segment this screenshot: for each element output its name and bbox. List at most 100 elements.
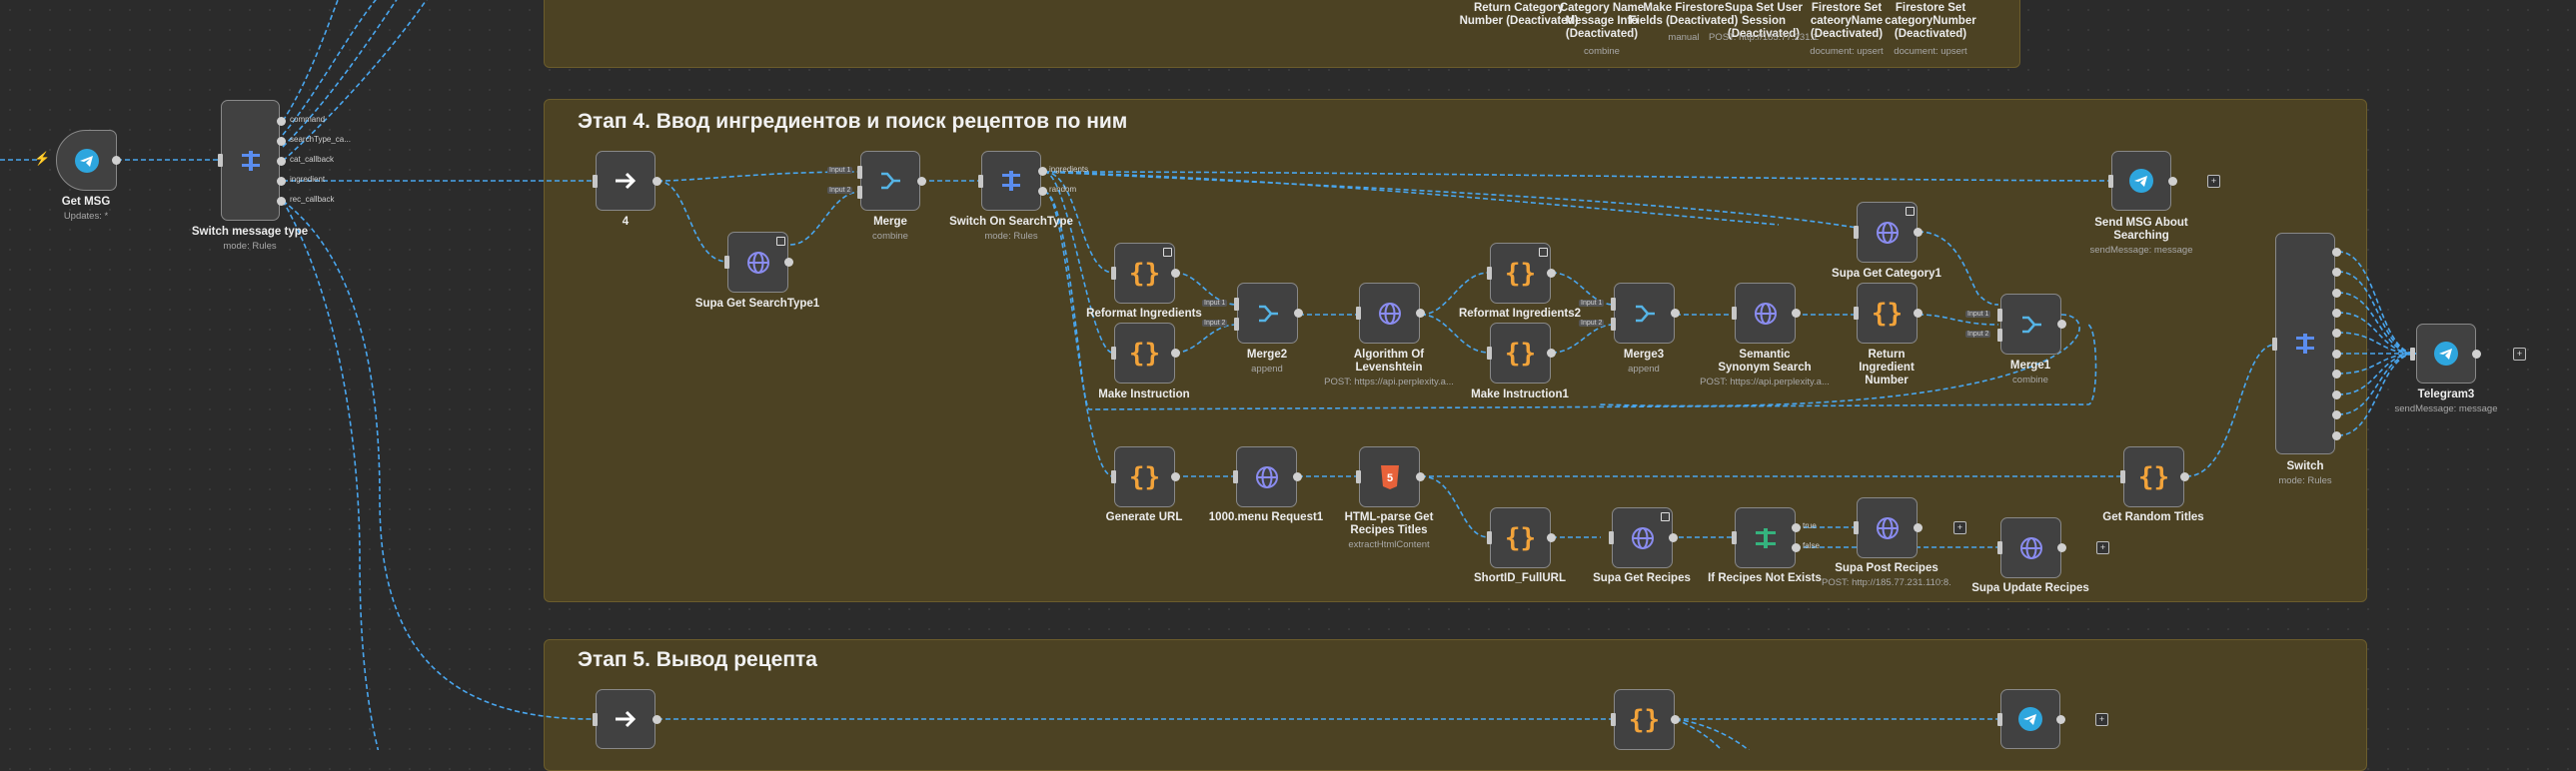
input-port[interactable] [1111, 470, 1116, 483]
input-port[interactable] [1234, 298, 1239, 311]
output-port[interactable] [1171, 269, 1180, 278]
node-telegram-send-message[interactable] [2416, 324, 2476, 384]
node-html-parse-get-recipes-titles[interactable]: 5 [1359, 446, 1420, 507]
input-port[interactable] [1233, 470, 1238, 483]
node-reformat-ingredients2[interactable]: {} [1490, 243, 1551, 304]
input-port[interactable] [1609, 531, 1614, 544]
input-port[interactable] [1997, 329, 2002, 342]
output-port[interactable] [2332, 248, 2341, 257]
node-supa-post-recipes[interactable] [1857, 497, 1918, 558]
input-port[interactable] [857, 186, 862, 199]
node-merge3[interactable] [1614, 283, 1675, 344]
output-port[interactable] [1547, 349, 1556, 358]
output-port[interactable] [2332, 431, 2341, 440]
node-send-msg-about-searching[interactable] [2111, 151, 2171, 211]
output-port[interactable] [2168, 177, 2177, 186]
output-port[interactable] [1293, 472, 1302, 481]
output-port[interactable] [277, 117, 286, 126]
output-port[interactable] [2180, 472, 2189, 481]
output-port[interactable] [2332, 350, 2341, 359]
node-switch-message-type[interactable] [221, 100, 280, 221]
add-node-button[interactable]: + [2513, 348, 2526, 361]
input-port[interactable] [1611, 318, 1616, 331]
input-port[interactable] [1854, 307, 1859, 320]
output-port[interactable] [2472, 350, 2481, 359]
input-port[interactable] [1732, 307, 1737, 320]
input-port[interactable] [1611, 298, 1616, 311]
node-supa-get-recipes[interactable] [1612, 507, 1673, 568]
output-port[interactable] [2332, 289, 2341, 298]
node-algorithm-of-levenshtein[interactable] [1359, 283, 1420, 344]
node-merge2[interactable] [1237, 283, 1298, 344]
input-port[interactable] [724, 256, 729, 269]
node-menu-request1[interactable] [1236, 446, 1297, 507]
output-port[interactable] [1669, 533, 1678, 542]
node-supa-update-recipes[interactable] [2000, 517, 2061, 578]
input-port[interactable] [857, 166, 862, 179]
output-port[interactable] [1792, 309, 1801, 318]
output-port[interactable] [2332, 410, 2341, 419]
output-port[interactable] [917, 177, 926, 186]
input-port[interactable] [1997, 713, 2002, 726]
node-generate-url[interactable]: {} [1114, 446, 1175, 507]
output-port[interactable] [1792, 543, 1801, 552]
input-port[interactable] [218, 154, 223, 167]
input-port[interactable] [1997, 541, 2002, 554]
node-supa-get-searchtype1[interactable] [727, 232, 788, 293]
output-port[interactable] [1914, 309, 1923, 318]
add-node-button[interactable]: + [1953, 521, 1966, 534]
node-make-instruction[interactable]: {} [1114, 323, 1175, 384]
output-port[interactable] [277, 137, 286, 146]
node-shortid-fullurl[interactable]: {} [1490, 507, 1551, 568]
output-port[interactable] [1038, 187, 1047, 196]
node-merge[interactable] [860, 151, 920, 211]
input-port[interactable] [1854, 226, 1859, 239]
output-port[interactable] [1914, 523, 1923, 532]
input-port[interactable] [1997, 309, 2002, 322]
node-4[interactable] [596, 151, 655, 211]
output-port[interactable] [1547, 533, 1556, 542]
input-port[interactable] [2120, 470, 2125, 483]
output-port[interactable] [1671, 715, 1680, 724]
output-port[interactable] [652, 715, 661, 724]
node-stage5-code[interactable]: {} [1614, 689, 1675, 750]
output-port[interactable] [2332, 370, 2341, 379]
node-if-recipes-not-exists[interactable] [1735, 507, 1796, 568]
output-port[interactable] [1171, 349, 1180, 358]
input-port[interactable] [1487, 347, 1492, 360]
output-port[interactable] [1038, 167, 1047, 176]
output-port[interactable] [1547, 269, 1556, 278]
input-port[interactable] [978, 175, 983, 188]
output-port[interactable] [1914, 228, 1923, 237]
output-port[interactable] [2332, 268, 2341, 277]
output-port[interactable] [277, 157, 286, 166]
input-port[interactable] [2272, 338, 2277, 351]
output-port[interactable] [2332, 329, 2341, 338]
output-port[interactable] [112, 156, 121, 165]
node-make-instruction1[interactable]: {} [1490, 323, 1551, 384]
input-port[interactable] [593, 175, 598, 188]
input-port[interactable] [1487, 267, 1492, 280]
output-port[interactable] [2332, 309, 2341, 318]
output-port[interactable] [1671, 309, 1680, 318]
input-port[interactable] [1732, 531, 1737, 544]
input-port[interactable] [1356, 470, 1361, 483]
node-return-ingredient-number[interactable]: {} [1857, 283, 1918, 344]
node-merge1[interactable] [2000, 294, 2061, 355]
output-port[interactable] [1792, 523, 1801, 532]
output-port[interactable] [277, 197, 286, 206]
output-port[interactable] [2056, 715, 2065, 724]
node-stage5-noop[interactable] [596, 689, 655, 749]
node-reformat-ingredients[interactable]: {} [1114, 243, 1175, 304]
node-get-msg[interactable] [56, 130, 117, 191]
node-switch-on-searchtype[interactable] [981, 151, 1041, 211]
add-node-button[interactable]: + [2095, 713, 2108, 726]
input-port[interactable] [2108, 175, 2113, 188]
output-port[interactable] [652, 177, 661, 186]
node-stage5-telegram[interactable] [2000, 689, 2060, 749]
node-switch[interactable] [2275, 233, 2335, 454]
output-port[interactable] [277, 177, 286, 186]
output-port[interactable] [1416, 472, 1425, 481]
output-port[interactable] [2332, 390, 2341, 399]
input-port[interactable] [1111, 347, 1116, 360]
